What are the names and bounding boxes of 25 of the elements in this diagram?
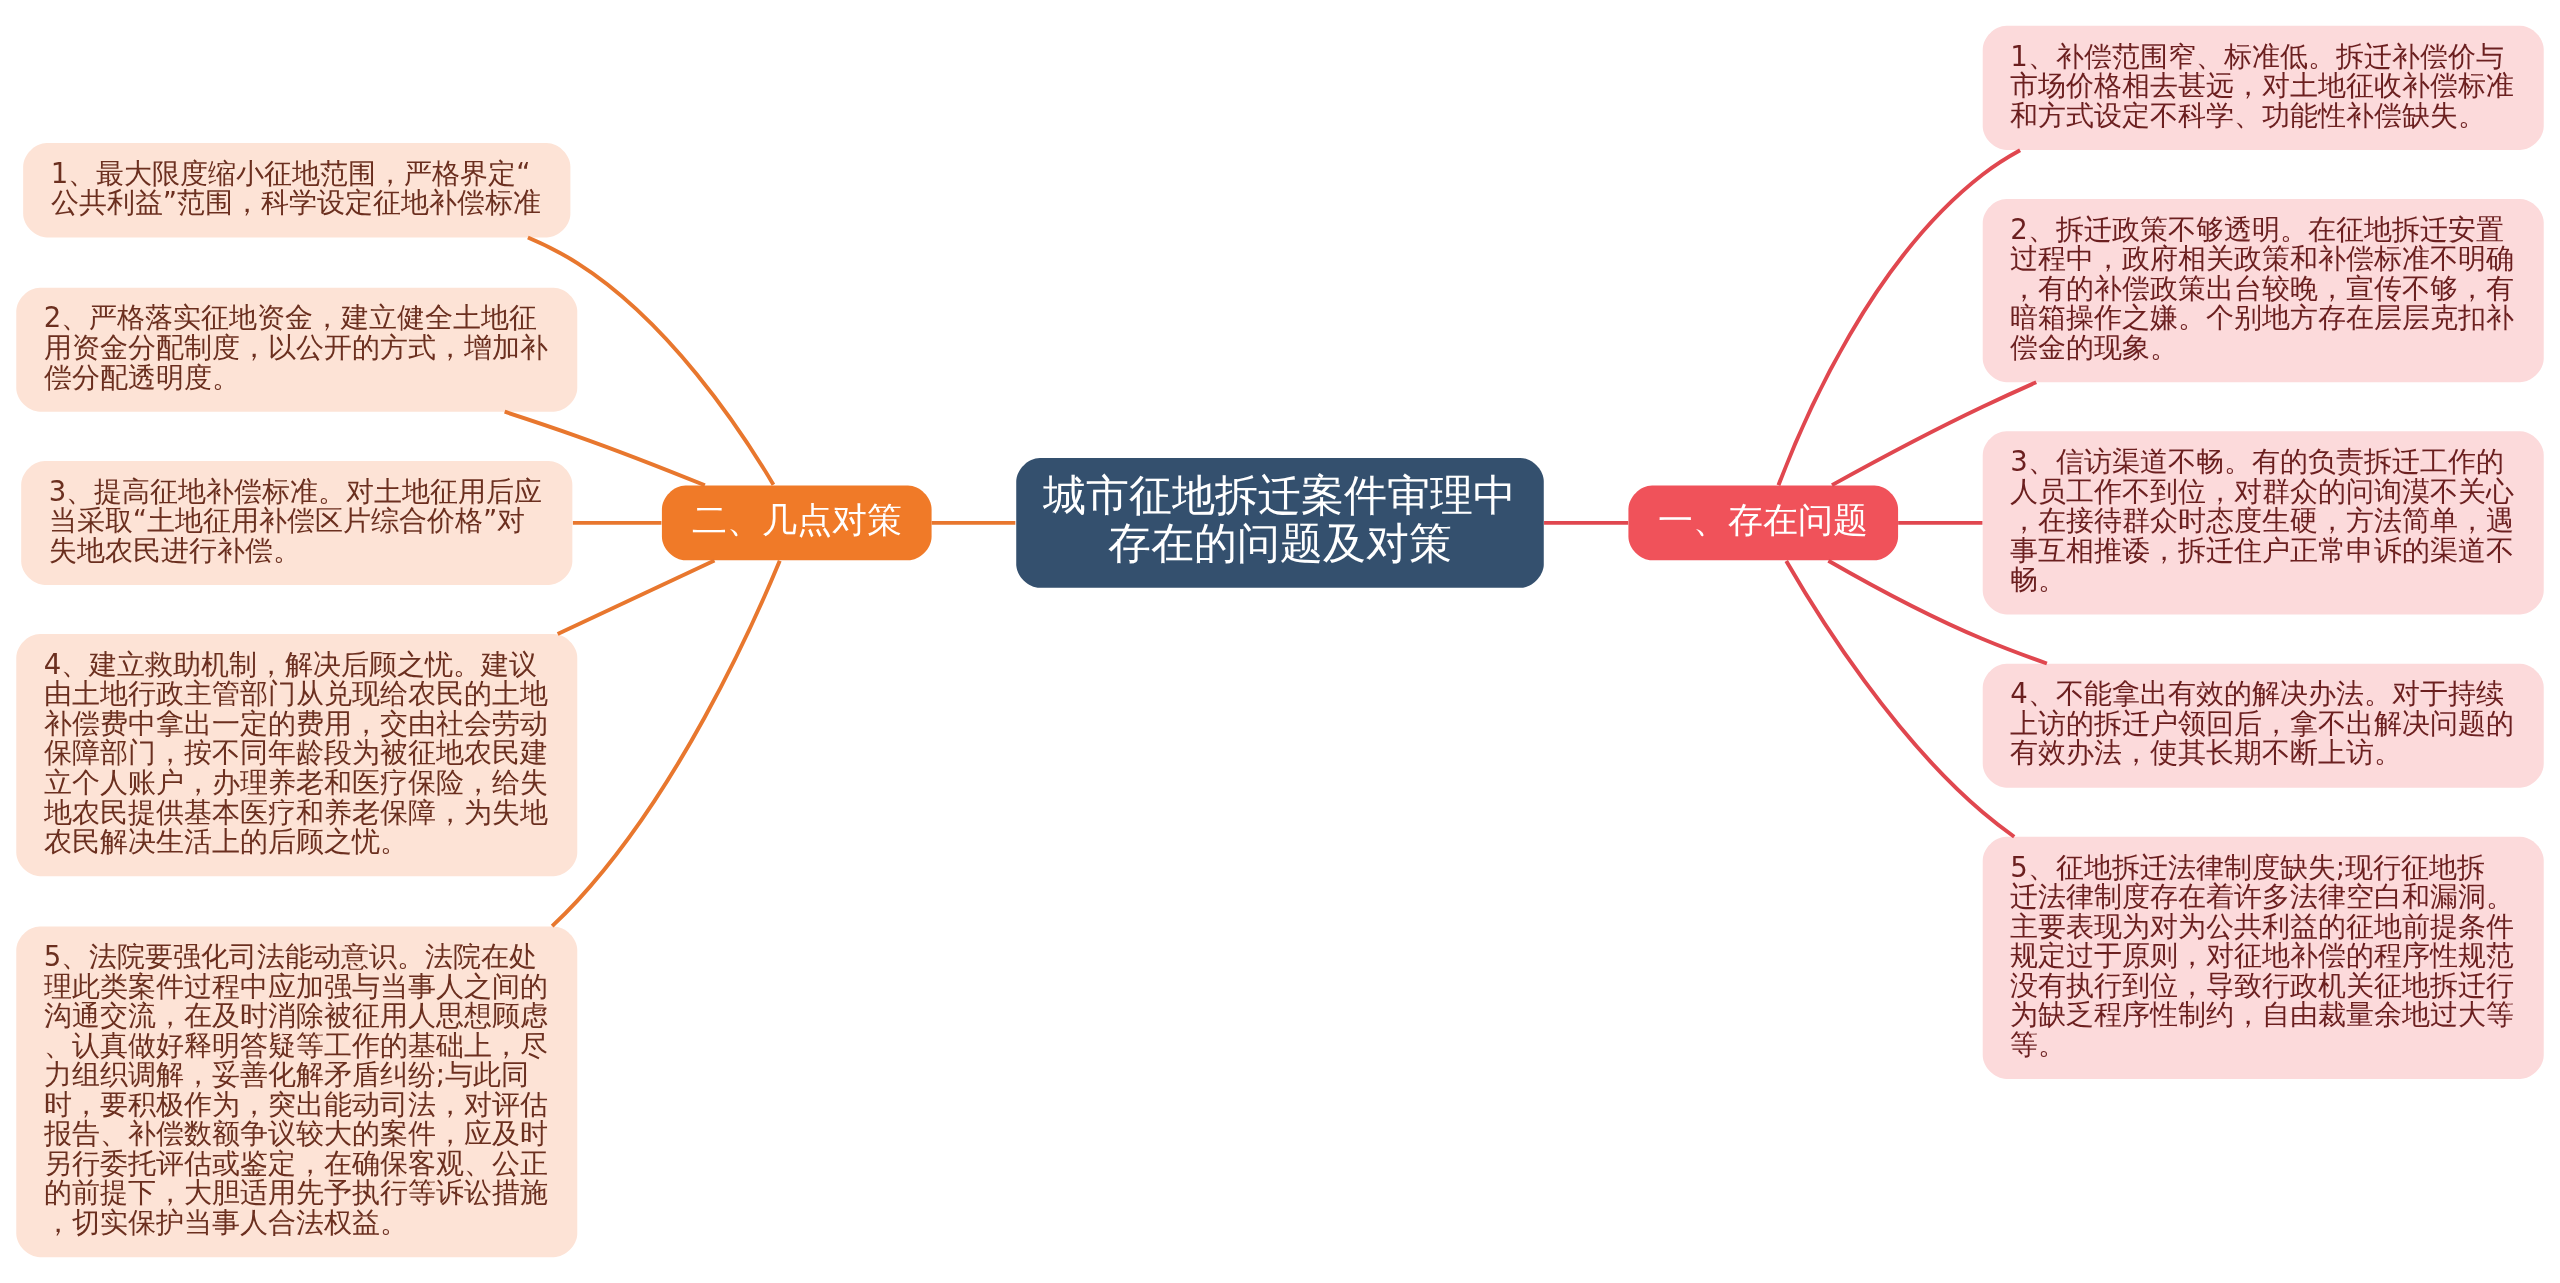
node-box: 城市征地拆迁案件审理中存在的问题及对策 (1016, 457, 1544, 588)
connector (550, 560, 782, 928)
node-box: 1、补偿范围窄、标准低。拆迁补偿价与市场价格相去甚远，对土地征收补偿标准和方式设定不科学、功能性补偿缺失。 (1982, 25, 2544, 150)
node-box: 4、不能拿出有效的解决办法。对于持续上访的拆迁户领回后，拿不出解决问题的有效办法，使其长期不断上访。 (1982, 663, 2544, 788)
connector (572, 520, 662, 525)
connector (1831, 380, 2037, 487)
connector (504, 409, 706, 488)
connector (1784, 559, 2016, 839)
node-box: 2、严格落实征地资金，建立健全土地征用资金分配制度，以公开的方式，增加补偿分配透明度。 (16, 287, 578, 412)
connector (1827, 559, 2048, 666)
node-box: 4、建立救助机制，解决后顾之忧。建议由土地行政主管部门从兑现给农民的土地补偿费中拿出一定的费用，交由社会劳动保障部门，按不同年龄段为被征地农民建立个人账户，办理养老和医疗保险，给失地农民提供基本医疗和养老保障，为失地农民解决生活上的后顾之忧。 (16, 634, 578, 877)
connector (527, 235, 776, 486)
node-box: 2、拆迁政策不够透明。在征地拆迁安置过程中，政府相关政策和补偿标准不明确，有的补偿政策出台较晚，宣传不够，有暗箱操作之嫌。个别地方存在层层克扣补偿金的现象。 (1982, 199, 2544, 383)
connector (1898, 520, 1983, 525)
node-box: 1、最大限度缩小征地范围，严格界定“公共利益”范围，科学设定征地补偿标准 (23, 143, 571, 238)
node-box: 5、征地拆迁法律制度缺失;现行征地拆迁法律制度存在着许多法律空白和漏洞。主要表现为对为公共利益的征地前提条件规定过于原则，对征地补偿的程序性规范没有执行到位，导致行政机关征地拆迁行为缺乏程序性制约，自由裁量余地过大等等。 (1982, 836, 2544, 1079)
connector (1544, 520, 1629, 525)
connector (556, 558, 716, 636)
node-box: 5、法院要强化司法能动意识。法院在处理此类案件过程中应加强与当事人之间的沟通交流，在及时消除被征用人思想顾虑、认真做好释明答疑等工作的基础上，尽力组织调解，妥善化解矛盾纠纷;与此同时，要积极作为，突出能动司法，对评估报告、补偿数额争议较大的案件，应及时另行委托评估或鉴定，在确保客观、公正的前提下，大胆适用先予执行等诉讼措施，切实保护当事人合法权益。 (16, 926, 578, 1258)
node-box: 一、存在问题 (1628, 485, 1899, 561)
connector (1776, 148, 2022, 486)
node-box: 3、信访渠道不畅。有的负责拆迁工作的人员工作不到位，对群众的问询漠不关心，在接待群众时态度生硬，方法简单，遇事互相推诿，拆迁住户正常申诉的渠道不畅。 (1982, 431, 2544, 615)
node-box: 3、提高征地补偿标准。对土地征用后应当采取“土地征用补偿区片综合价格”对失地农民进行补偿。 (21, 460, 573, 585)
connector (931, 520, 1016, 525)
node-box: 二、几点对策 (661, 485, 932, 561)
